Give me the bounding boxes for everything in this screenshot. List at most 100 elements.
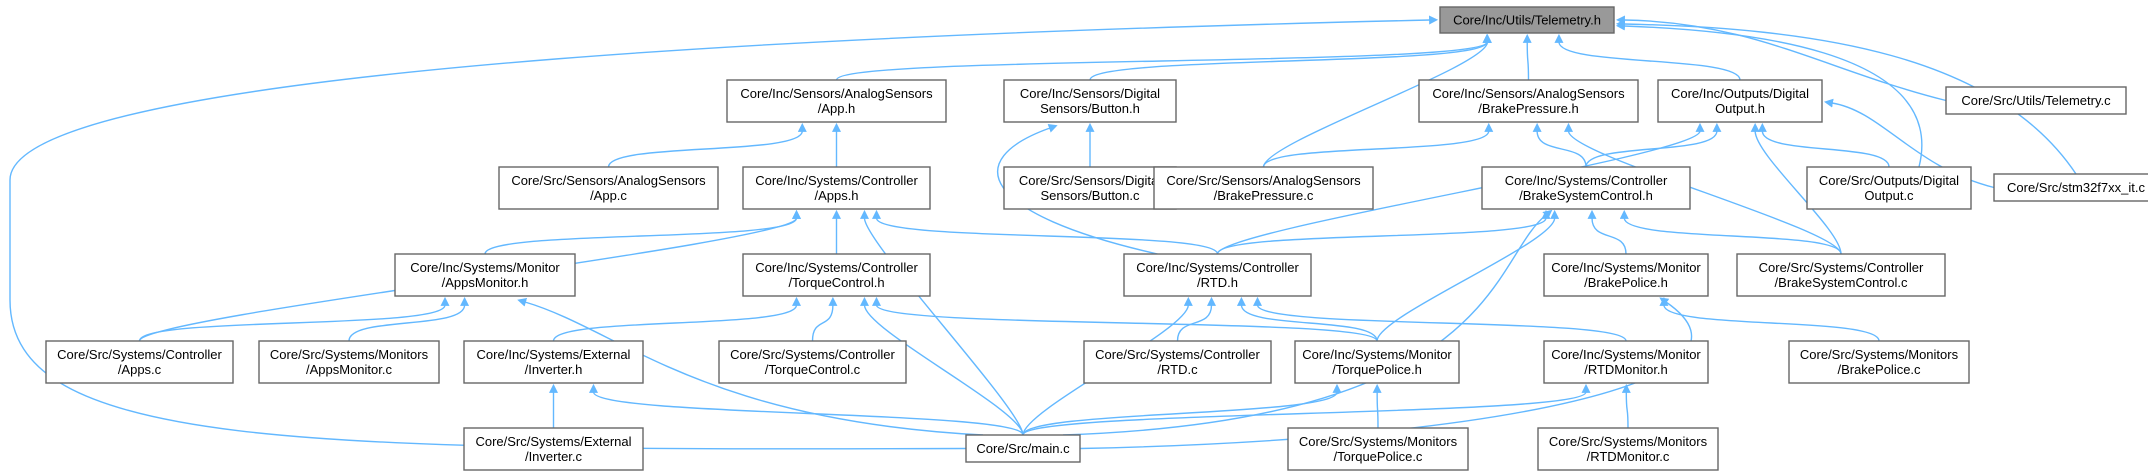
edge-mainC-to-rtdMonH: [1022, 383, 1591, 436]
node-box: [1736, 253, 1946, 297]
node-torquePolC[interactable]: Core/Src/Systems/Monitors/TorquePolice.c: [1287, 427, 1469, 471]
node-brakePolC[interactable]: Core/Src/Systems/Monitors/BrakePolice.c: [1788, 340, 1970, 384]
node-label-line: Core/Src/Systems/Monitors: [270, 347, 429, 362]
edge-rtdH-to-bscH: [1216, 209, 1551, 255]
node-rtdH[interactable]: Core/Inc/Systems/Controller/RTD.h: [1123, 253, 1312, 297]
node-label-line: Output.c: [1864, 188, 1914, 203]
node-label-line: Core/Inc/Outputs/Digital: [1671, 86, 1809, 101]
node-box: [1537, 427, 1719, 471]
node-label-line: /AppsMonitor.h: [442, 275, 529, 290]
node-root[interactable]: Core/Inc/Utils/Telemetry.h: [1439, 6, 1615, 34]
node-label-line: Sensors/Button.c: [1041, 188, 1140, 203]
edge-stmC-to-root: [1615, 19, 2077, 175]
edge-torquePolC-to-torquePolH: [1372, 383, 1382, 429]
node-appsMonH[interactable]: Core/Inc/Systems/Monitor/AppsMonitor.h: [394, 253, 576, 297]
node-label-line: /BrakePressure.c: [1214, 188, 1314, 203]
edge-torqueCtlC-to-torqueCtlH: [811, 296, 838, 342]
node-rtdMonC[interactable]: Core/Src/Systems/Monitors/RTDMonitor.c: [1537, 427, 1719, 471]
edge-appsC-to-appsMonH: [138, 296, 450, 342]
node-box: [1543, 340, 1709, 384]
node-label-line: Core/Src/Systems/Controller: [1095, 347, 1260, 362]
node-label-line: Core/Src/Systems/Controller: [1759, 260, 1924, 275]
node-box: [742, 253, 931, 297]
edge-brakePolC-to-brakePolH: [1659, 296, 1880, 342]
node-rtdMonH[interactable]: Core/Inc/Systems/Monitor/RTDMonitor.h: [1543, 340, 1709, 384]
node-label-line: Core/Src/Systems/Controller: [730, 347, 895, 362]
edge-appH-to-root: [835, 33, 1492, 81]
node-label-line: Core/Src/Utils/Telemetry.c: [1961, 93, 2111, 108]
node-telemetryC[interactable]: Core/Src/Utils/Telemetry.c: [1945, 86, 2127, 115]
node-mainC[interactable]: Core/Src/main.c: [965, 434, 1081, 463]
node-label-line: Core/Inc/Sensors/AnalogSensors: [740, 86, 933, 101]
node-bscC[interactable]: Core/Src/Systems/Controller/BrakeSystemC…: [1736, 253, 1946, 297]
node-appsC[interactable]: Core/Src/Systems/Controller/Apps.c: [45, 340, 234, 384]
node-label-line: Core/Src/Systems/External: [475, 434, 631, 449]
edge-digOutH-to-root: [1554, 33, 1741, 81]
node-torquePolH[interactable]: Core/Inc/Systems/Monitor/TorquePolice.h: [1294, 340, 1460, 384]
node-label-line: Core/Src/Systems/Monitors: [1299, 434, 1458, 449]
node-label-line: Core/Src/Sensors/AnalogSensors: [511, 173, 706, 188]
node-box: [1945, 86, 2127, 115]
edge-telemetryC-to-root: [1615, 15, 1947, 102]
node-box: [1003, 79, 1177, 123]
edge-mainC-to-inverterH: [589, 383, 1024, 436]
node-brakePresC[interactable]: Core/Src/Sensors/AnalogSensors/BrakePres…: [1153, 166, 1374, 210]
node-label-line: Core/Src/Sensors/AnalogSensors: [1166, 173, 1361, 188]
node-label-line: Core/Src/Systems/Monitors: [1549, 434, 1708, 449]
node-label-line: Core/Inc/Systems/Monitor: [1551, 260, 1701, 275]
edge-inverterH-to-torqueCtlH: [552, 296, 801, 342]
node-box: [1439, 6, 1615, 34]
node-appH[interactable]: Core/Inc/Sensors/AnalogSensors/App.h: [726, 79, 947, 123]
node-label-line: Core/Inc/Sensors/AnalogSensors: [1432, 86, 1625, 101]
edge-rtdH-to-digOutH: [1216, 122, 1705, 255]
node-inverterC[interactable]: Core/Src/Systems/External/Inverter.c: [463, 427, 644, 471]
node-box: [258, 340, 440, 384]
node-label-line: /RTD.h: [1197, 275, 1238, 290]
node-brakePolH[interactable]: Core/Inc/Systems/Monitor/BrakePolice.h: [1543, 253, 1709, 297]
node-label-line: Core/Inc/Systems/Monitor: [1551, 347, 1701, 362]
node-label-line: /BrakePressure.h: [1478, 101, 1578, 116]
node-rtdC[interactable]: Core/Src/Systems/Controller/RTD.c: [1083, 340, 1272, 384]
edge-brakePolH-to-bscH: [1587, 209, 1627, 255]
node-box: [718, 340, 907, 384]
edge-rtdMonC-to-rtdMonH: [1621, 383, 1631, 429]
edge-bscC-to-bscH: [1619, 209, 1842, 255]
node-box: [394, 253, 576, 297]
node-box: [45, 340, 234, 384]
node-label-line: /RTD.c: [1157, 362, 1198, 377]
node-torqueCtlH[interactable]: Core/Inc/Systems/Controller/TorqueContro…: [742, 253, 931, 297]
edge-mainC-to-brakePolH: [1079, 297, 1693, 450]
node-torqueCtlC[interactable]: Core/Src/Systems/Controller/TorqueContro…: [718, 340, 907, 384]
edge-digOutC-to-root: [1615, 21, 1923, 168]
node-label-line: /Apps.c: [118, 362, 162, 377]
node-appsH[interactable]: Core/Inc/Systems/Controller/Apps.h: [742, 166, 931, 210]
node-label-line: Core/Src/Systems/Controller: [57, 347, 222, 362]
node-label-line: /TorquePolice.c: [1334, 449, 1423, 464]
node-stmC[interactable]: Core/Src/stm32f7xx_it.c: [1993, 173, 2148, 202]
edge-torquePolH-to-rtdH: [1236, 296, 1378, 342]
node-brakePresH[interactable]: Core/Inc/Sensors/AnalogSensors/BrakePres…: [1418, 79, 1639, 123]
node-appC[interactable]: Core/Src/Sensors/AnalogSensors/App.c: [498, 166, 719, 210]
node-label-line: Core/Src/main.c: [976, 441, 1070, 456]
node-appsMonC[interactable]: Core/Src/Systems/Monitors/AppsMonitor.c: [258, 340, 440, 384]
node-label-line: /Apps.h: [814, 188, 858, 203]
node-label-line: Core/Inc/Systems/Controller: [755, 260, 918, 275]
node-box: [1993, 173, 2148, 202]
edge-appsMonC-to-appsMonH: [348, 296, 470, 342]
node-box: [498, 166, 719, 210]
node-inverterH[interactable]: Core/Inc/Systems/External/Inverter.h: [463, 340, 644, 384]
node-bscH[interactable]: Core/Inc/Systems/Controller/BrakeSystemC…: [1481, 166, 1691, 210]
node-box: [726, 79, 947, 123]
edge-bscH-to-brakePresH: [1532, 122, 1587, 168]
edge-buttonH-to-root: [1089, 33, 1492, 81]
node-box: [1083, 340, 1272, 384]
node-box: [1153, 166, 1374, 210]
node-box: [463, 340, 644, 384]
edge-mainC-to-appsMonH: [517, 297, 984, 436]
node-box: [1657, 79, 1823, 123]
